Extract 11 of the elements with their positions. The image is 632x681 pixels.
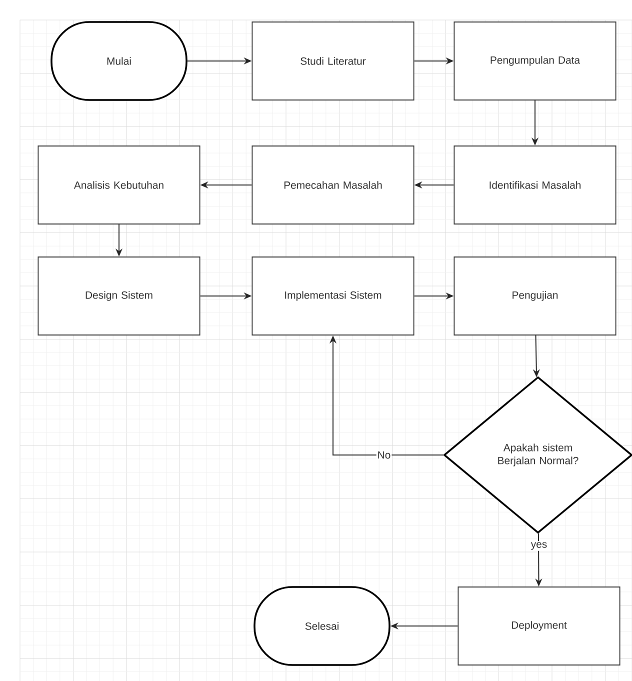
edge-label: No (376, 450, 392, 460)
process-box: Analisis Kebutuhan (38, 146, 200, 224)
process-box: Design Sistem (38, 256, 200, 336)
process-box: Pengujian (454, 256, 616, 336)
process-box: Pengumpulan Data (454, 22, 616, 100)
process-box: Identifikasi Masalah (454, 146, 616, 224)
edge-label: yes (530, 541, 548, 551)
process-box: Studi Literatur (252, 22, 414, 100)
process-box: Implementasi Sistem (252, 256, 414, 336)
process-box: Deployment (458, 586, 620, 666)
process-box: Pemecahan Masalah (252, 146, 414, 224)
